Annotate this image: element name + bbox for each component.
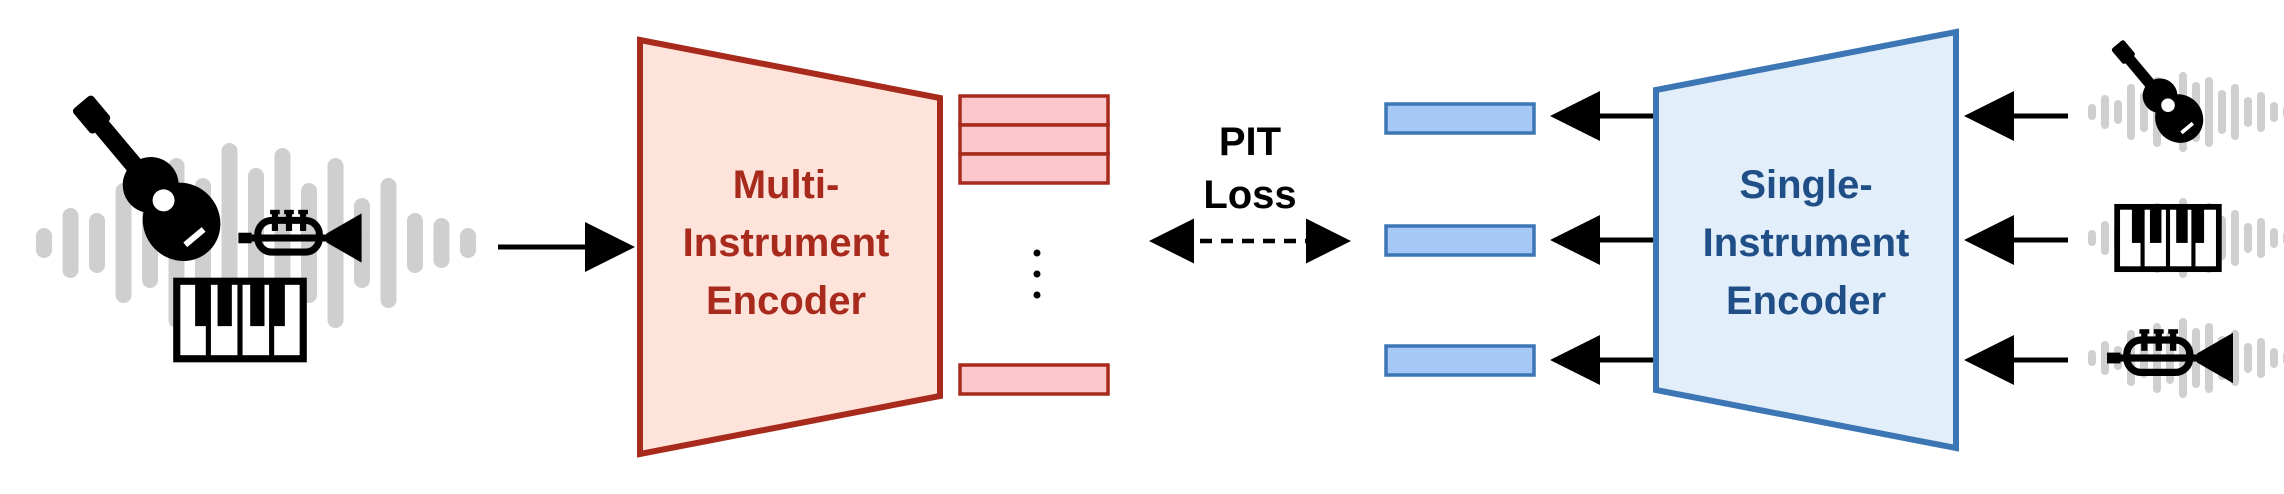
waveform-bar <box>36 228 52 258</box>
waveform-bar <box>2257 338 2265 378</box>
waveform-bar <box>2270 102 2278 122</box>
multi-embeddings <box>958 94 1110 396</box>
single-instrument-encoder-block <box>1653 28 1959 452</box>
waveform-bar <box>2270 228 2278 248</box>
ellipsis-dot <box>1033 270 1041 278</box>
waveform-bar <box>380 178 397 308</box>
waveform-bar <box>460 228 476 258</box>
multi-encoder-label-line2: Instrument <box>683 221 890 265</box>
waveform-bar <box>2231 210 2239 266</box>
multi-encoder-label-line1: Multi- <box>733 163 840 207</box>
pit-loss-label-line1: PIT <box>1219 120 1281 164</box>
waveform-bar <box>115 183 132 303</box>
single-encoder-label-line1: Single- <box>1739 163 1872 207</box>
pit-loss-label-line2: Loss <box>1203 173 1296 217</box>
single-embedding-2 <box>1384 224 1536 257</box>
waveform-bar <box>89 213 105 273</box>
ellipsis-dot <box>1033 291 1041 299</box>
multi-embedding-3 <box>958 152 1110 185</box>
waveform-bar <box>2218 90 2226 134</box>
waveform-bar <box>433 218 450 268</box>
multi-embedding-2 <box>958 123 1110 156</box>
ellipsis-dot <box>1033 249 1041 257</box>
waveform-bar <box>2231 84 2239 140</box>
waveform-bar <box>2257 218 2265 258</box>
waveform-bar <box>62 208 79 278</box>
single-embeddings <box>1384 102 1536 377</box>
waveform-bar <box>2244 97 2252 127</box>
waveform-bar <box>2088 104 2096 120</box>
piano-icon <box>177 281 303 359</box>
multi-embedding-last <box>958 363 1110 396</box>
multi-instrument-encoder-block <box>637 36 943 458</box>
single-encoder-label-line3: Encoder <box>1726 279 1886 323</box>
waveform-bar <box>407 213 423 273</box>
waveform-bar <box>2101 221 2109 255</box>
waveform-bar <box>2244 223 2252 253</box>
waveform-bar <box>2088 230 2096 246</box>
single-encoder-label-line2: Instrument <box>1703 221 1910 265</box>
trumpet-icon <box>2107 329 2233 383</box>
waveform-bar <box>2088 350 2096 366</box>
waveform-bar <box>2127 84 2135 140</box>
waveform-bar <box>2205 77 2213 147</box>
waveform-bar <box>2270 348 2278 368</box>
piano-icon <box>2117 207 2219 269</box>
multi-embedding-1 <box>958 94 1110 127</box>
waveform-bar <box>2114 100 2122 124</box>
single-embedding-1 <box>1384 102 1536 135</box>
waveform-bar <box>2244 343 2252 373</box>
waveform-bar <box>2257 92 2265 132</box>
multi-encoder-label-line3: Encoder <box>706 279 866 323</box>
waveform-bar <box>2101 95 2109 129</box>
single-embedding-3 <box>1384 344 1536 377</box>
waveform-bar <box>2101 341 2109 375</box>
